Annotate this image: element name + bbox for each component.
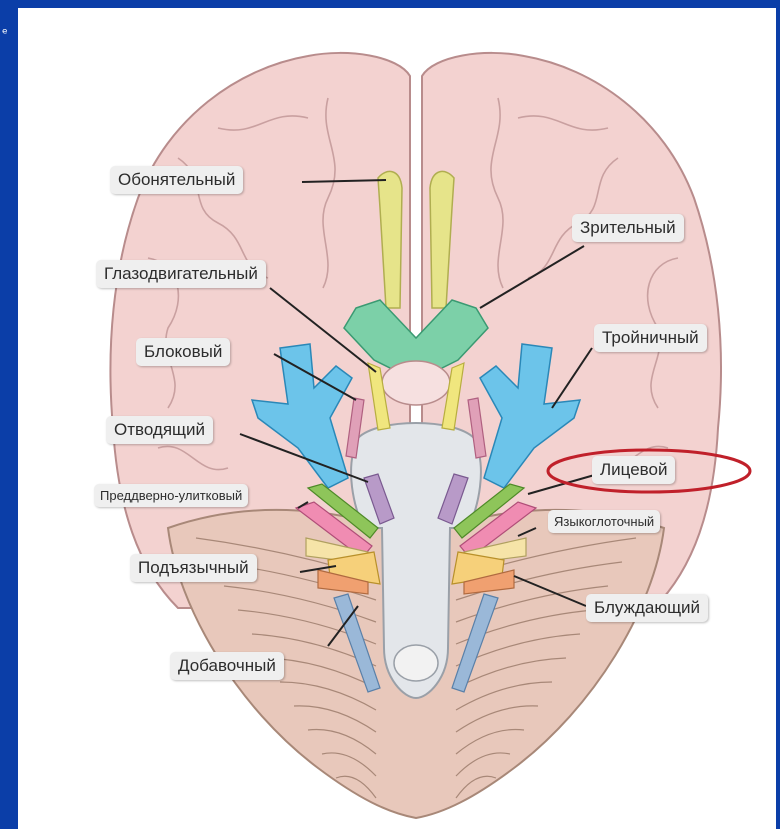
label-trochlear: Блоковый (136, 338, 230, 366)
corner-mark: ᵉ (2, 26, 8, 42)
medulla-cross-section (394, 645, 438, 681)
label-vagus: Блуждающий (586, 594, 708, 622)
hypothalamus (382, 361, 450, 405)
label-abducens: Отводящий (106, 416, 213, 444)
label-optic: Зрительный (572, 214, 684, 242)
label-vestibulocochlear: Преддверно-улитковый (94, 484, 248, 507)
label-hypoglossal: Подъязычный (130, 554, 257, 582)
label-facial: Лицевой (592, 456, 675, 484)
label-olfactory: Обонятельный (110, 166, 243, 194)
diagram-frame: Обонятельный Зрительный Глазодвигательны… (18, 8, 776, 829)
label-trigeminal: Тройничный (594, 324, 707, 352)
label-glossopharyngeal: Языкоглоточный (548, 510, 660, 533)
label-oculomotor: Глазодвигательный (96, 260, 266, 288)
label-accessory: Добавочный (170, 652, 284, 680)
